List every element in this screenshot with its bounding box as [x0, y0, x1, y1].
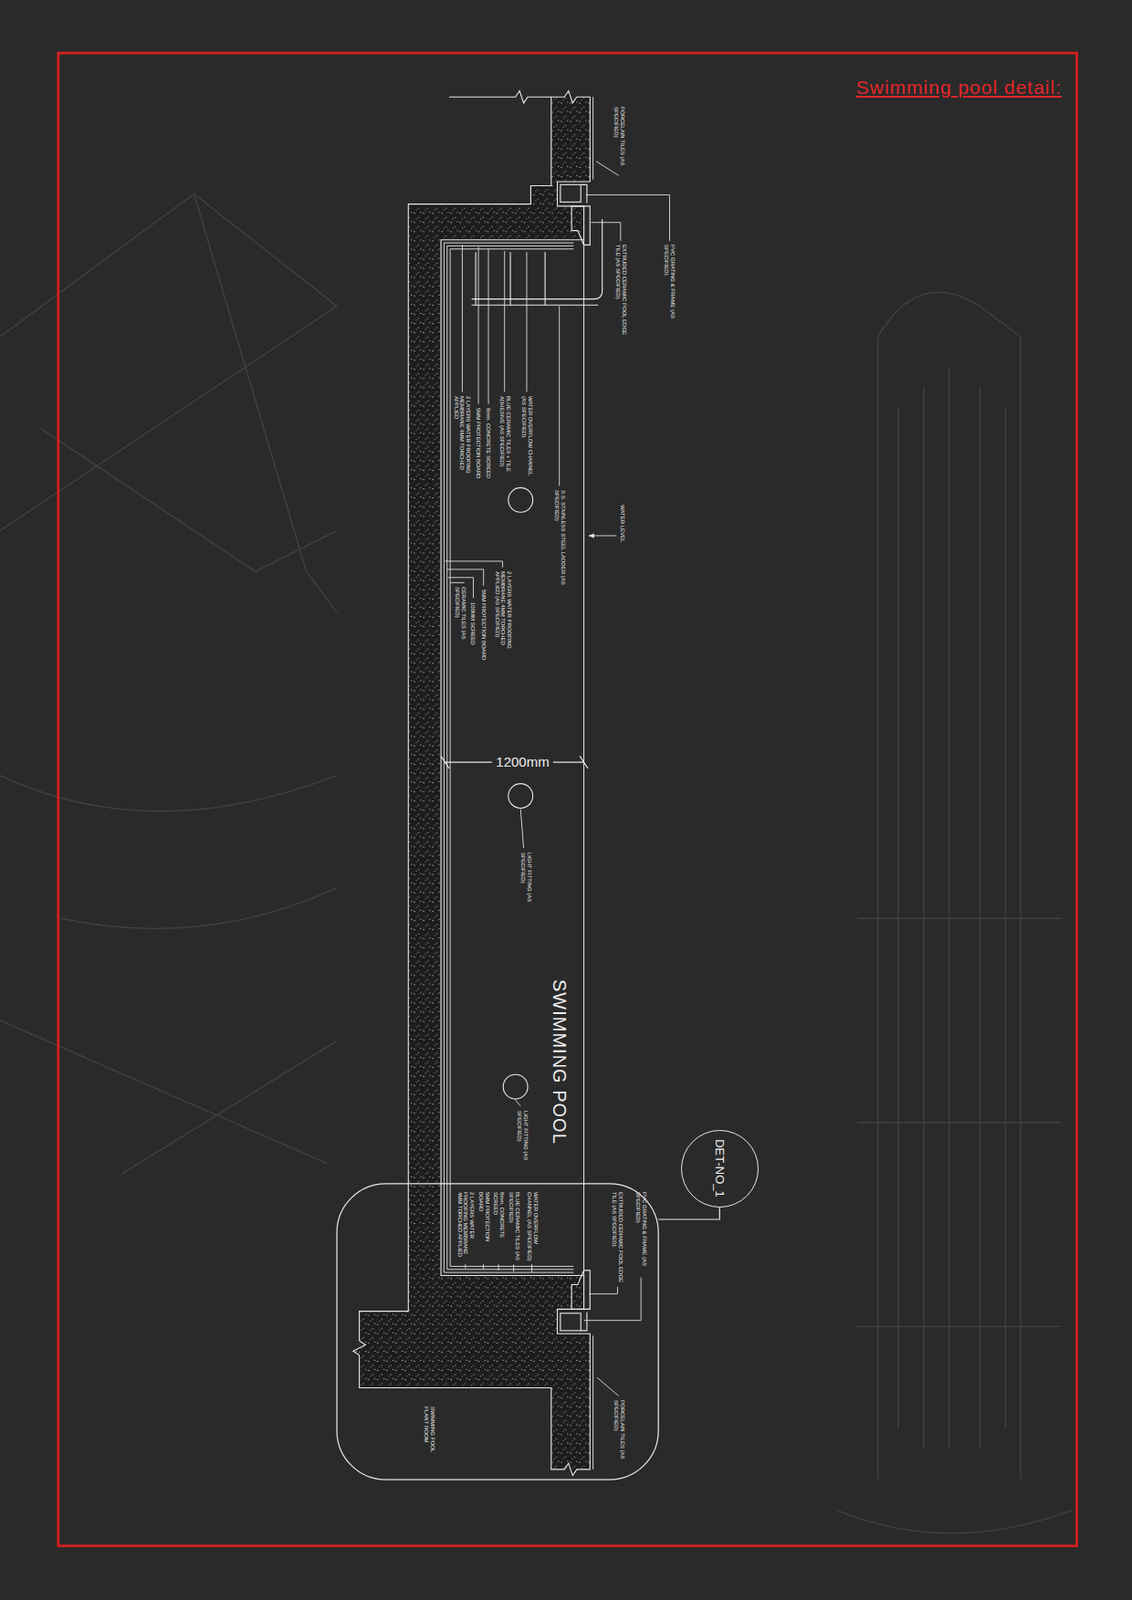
drawing-title: Swimming pool detail: [856, 76, 1062, 99]
screed-line [447, 245, 575, 1269]
sketch-line [61, 888, 337, 930]
leader-line [461, 244, 463, 392]
callout-label: LIGHT FITTING (AS SPECIFIED) [519, 852, 532, 917]
grating-frame [580, 184, 587, 203]
leader-line [586, 195, 671, 242]
leader-line [488, 249, 490, 405]
callout-label: EXTRUDED CERAMIC POOL EDGE TILE (AS SPEC… [611, 1192, 624, 1284]
callout-label: 100MM SCREED [470, 602, 477, 685]
leader-line [445, 561, 504, 568]
callout-label: 5MM PROTECTION BOARD [477, 1192, 490, 1262]
grating-frame [580, 1312, 587, 1332]
callout-label: 2 LAYERS WATER PROOFING MEMBRANE 4MM TOR… [453, 396, 472, 484]
callout-label: 5MM PROTECTION BOARD [480, 589, 487, 672]
sketch-line [878, 292, 1022, 1480]
tile-line [450, 249, 574, 1268]
callout-label: WATER OVERFLOW CHANNEL (AS SPECIFIED) [525, 1192, 538, 1262]
leader-lines [445, 161, 671, 1397]
channel-box [560, 184, 581, 202]
callout-label: BLUE CERAMIC TILES (AS SPECIFIED) [507, 1192, 520, 1262]
sheet-frame [58, 52, 1078, 1547]
leader-line [448, 577, 474, 598]
sketch-line [0, 305, 337, 531]
leader-line [525, 251, 527, 392]
sketch-line [0, 193, 337, 337]
leader-line [596, 161, 619, 177]
leader-line [515, 1100, 522, 1107]
sketch-line [41, 429, 337, 573]
ladder-rung [475, 251, 546, 305]
callout-label: PVC GRATING & FRAME (AS SPECIFIED) [635, 1192, 648, 1275]
sketch-line [898, 366, 1006, 1449]
leader-line [465, 1264, 533, 1273]
callout-label: CERAMIC TILES (AS SPECIFIED) [454, 586, 467, 670]
callout-label: 2 LAYERS WATER PROOFING MEMBRANE 4MM TOR… [493, 571, 513, 663]
leader-line [588, 1287, 618, 1295]
callout-label: PVC GRATING & FRAME (AS SPECIFIED) [663, 244, 676, 327]
ladder-rail [471, 304, 599, 306]
deck-tile-line [592, 1335, 594, 1469]
sketch-line [0, 1020, 327, 1164]
callout-label: EXTRUDED CERAMIC POOL EDGE TILE (AS SPEC… [614, 244, 627, 346]
ladder-rail [471, 219, 603, 299]
leader-line [520, 809, 524, 849]
leader-line [558, 305, 560, 486]
leader-line [450, 582, 465, 584]
callout-label: BLUE CERAMIC TILES + TILE ADHESIVE (AS S… [498, 396, 511, 484]
sketch-line [193, 193, 337, 612]
light-fitting-symbol [508, 487, 534, 513]
detail-callout-frame [336, 1184, 659, 1480]
leader-arrow [588, 534, 617, 536]
area-name: SWIMMING POOL PLANT ROOM [422, 1406, 435, 1468]
callout-label: PORCELAIN TILES (AS SPECIFIED) [612, 106, 625, 171]
detail-callout-circle: DET-NO_1 [681, 1130, 759, 1208]
callout-number: DET-NO_1 [712, 1139, 727, 1198]
sketch-line [837, 1510, 1072, 1534]
callout-label: 8mm. CONCRETE SCREED [485, 408, 493, 496]
callout-label: LIGHT FITTING (AS SPECIFIED) [516, 1111, 529, 1175]
membrane-line [443, 242, 574, 1273]
ladder-symbol [471, 219, 603, 305]
edge-tile [571, 1270, 590, 1310]
leader-line [597, 1377, 619, 1396]
area-name: SWIMMING POOL [549, 979, 570, 1145]
leader-line [478, 247, 480, 405]
channel-box [560, 1313, 581, 1332]
callout-label: PORCELAIN TILES (AS SPECIFIED) [612, 1400, 625, 1465]
callout-label: WATER OVERFLOW CHANNEL (AS SPECIFIED) [520, 396, 533, 484]
callout-label: 8mm. CONCRETE SCREED [492, 1192, 504, 1262]
water-level-line [583, 240, 585, 1277]
callout-label: 5MM PROTECTION BOARD [475, 408, 483, 496]
dimension-text: 1200mm [492, 754, 553, 771]
overflow-channels [560, 184, 590, 1331]
leader-line [590, 222, 620, 242]
light-fitting-symbol [508, 784, 534, 809]
sketch-line [857, 918, 1062, 1327]
sketch-line [0, 775, 337, 812]
callout-label: 2 LAYERS WATER PROOFING MEMBRANE 4MM TOR… [456, 1192, 475, 1262]
leader-line [503, 251, 505, 392]
floor-break-line [449, 91, 552, 104]
edge-tile [571, 206, 590, 245]
finish-layers [443, 96, 593, 1470]
deck-tile-line [592, 96, 594, 180]
leader-line [584, 1278, 642, 1321]
detail-callout-leader [658, 1207, 720, 1220]
callout-label: S.S. STAINLESS STEEL LADDER (AS SPECIFIE… [553, 490, 566, 591]
light-fitting-symbol [503, 1074, 528, 1100]
level-label: WATER LEVEL [619, 504, 627, 569]
